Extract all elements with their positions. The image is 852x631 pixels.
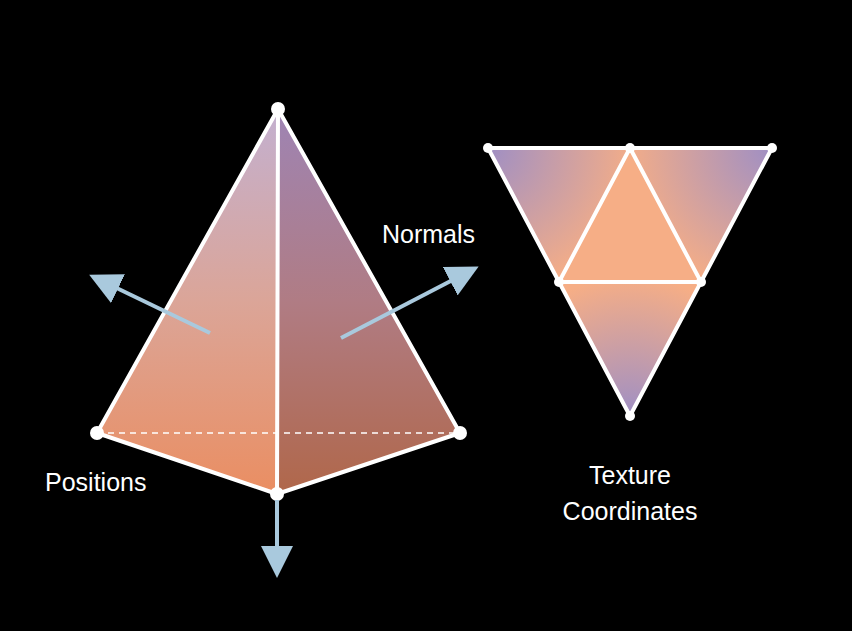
part-label: Positions [45,464,146,500]
texture-map [483,143,777,421]
pyramid [90,102,467,501]
part-label: Texture Coordinates [545,457,715,529]
normal-arrows [100,272,468,566]
part-label: Normals [382,216,475,252]
